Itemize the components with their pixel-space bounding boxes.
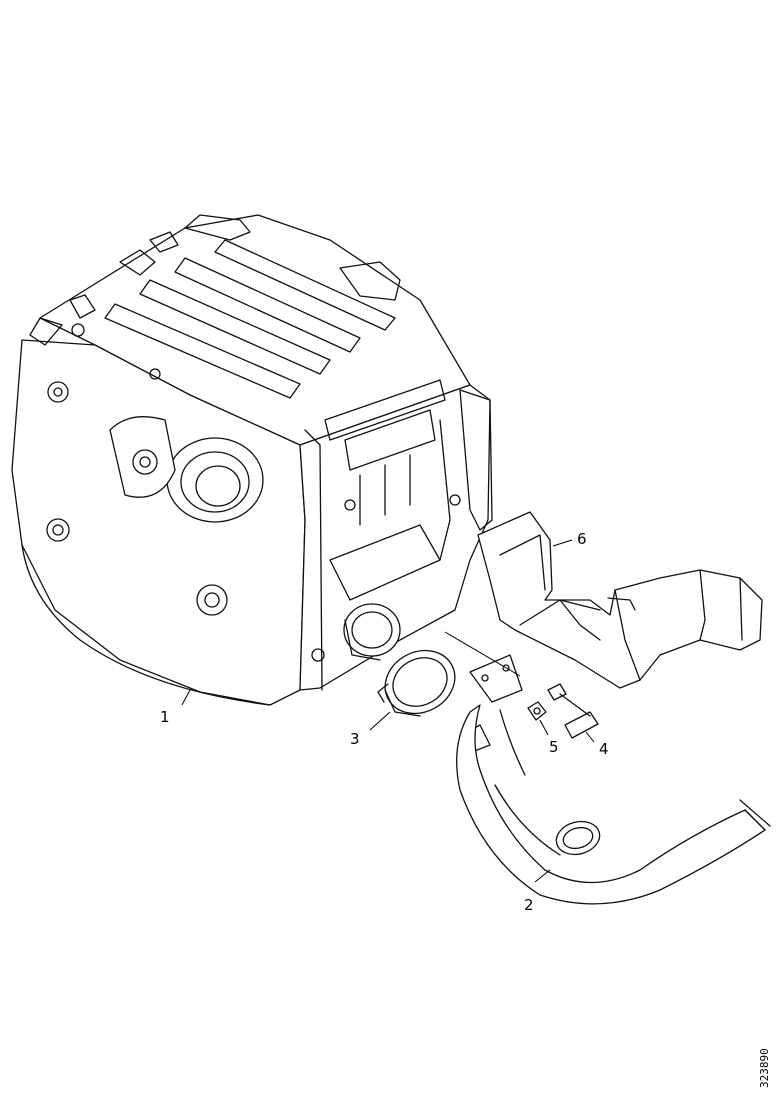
callout-2: 2 xyxy=(524,896,534,914)
v-clamp xyxy=(377,649,456,717)
leader-pipe-flange xyxy=(444,631,521,677)
leader-5 xyxy=(539,719,549,736)
leader-6 xyxy=(552,539,573,547)
callout-6: 6 xyxy=(577,530,587,548)
leader-lines xyxy=(181,539,595,883)
leader-1 xyxy=(181,689,191,706)
muffler-assembly xyxy=(11,214,493,706)
callout-4: 4 xyxy=(599,740,609,758)
exhaust-pipe xyxy=(456,654,771,905)
leader-4 xyxy=(585,731,595,743)
reference-code: 323890 xyxy=(758,1048,771,1088)
callout-1: 1 xyxy=(160,708,170,726)
heat-shield xyxy=(477,511,763,689)
nut xyxy=(527,701,547,721)
leader-3 xyxy=(369,711,391,731)
leader-2 xyxy=(534,869,551,883)
callout-5: 5 xyxy=(549,738,559,756)
bolt xyxy=(547,683,599,739)
callout-3: 3 xyxy=(350,730,360,748)
